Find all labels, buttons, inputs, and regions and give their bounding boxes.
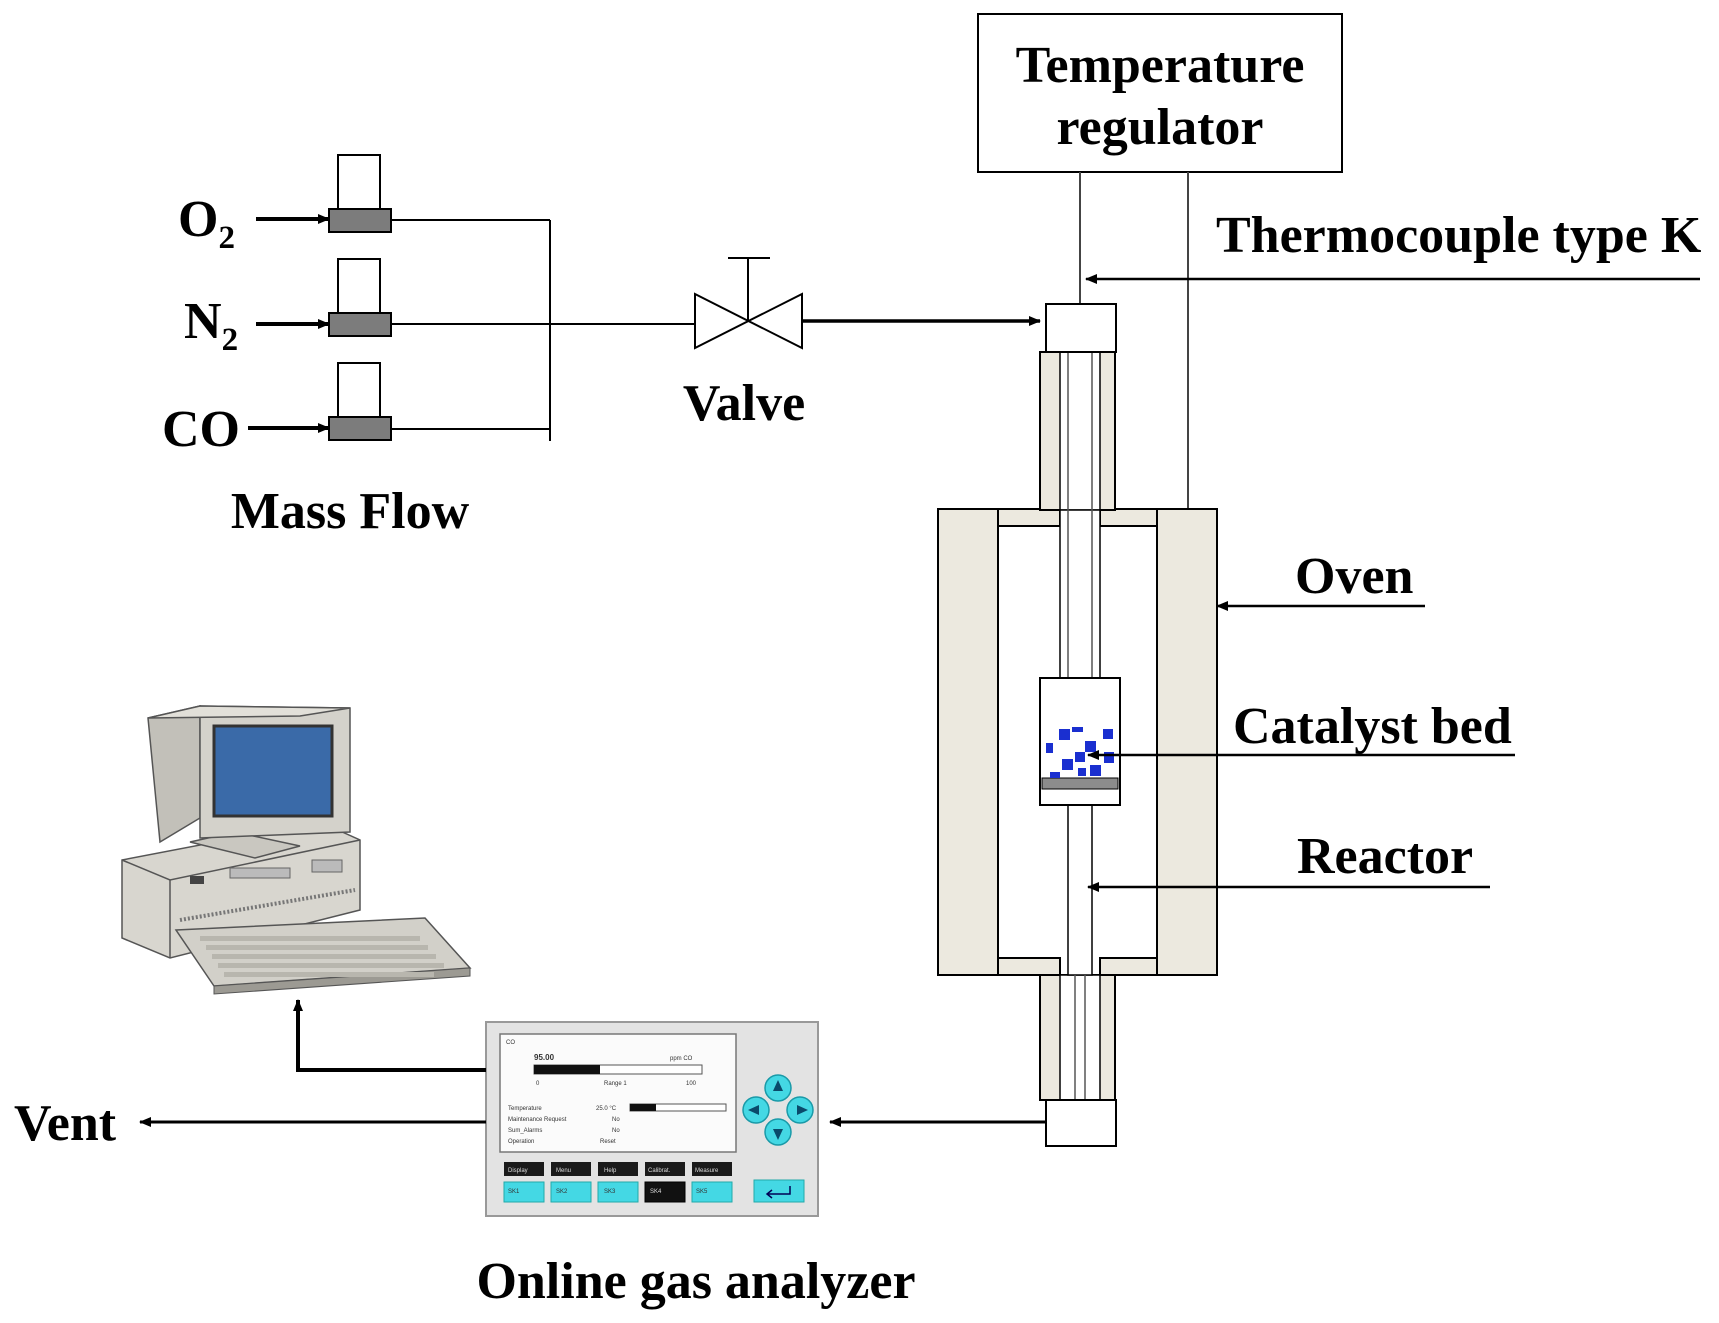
- reactor-label: Reactor: [1297, 828, 1473, 885]
- nav-arrow-icons: [748, 1080, 808, 1140]
- analyzer-function-key[interactable]: [503, 1181, 545, 1203]
- gas-label-o2: O2: [178, 191, 235, 256]
- catalyst-support-frit: [1041, 777, 1119, 790]
- analyzer-row-name: Temperature: [508, 1106, 542, 1112]
- analyzer-softkey[interactable]: [551, 1162, 591, 1176]
- analyzer-softkey[interactable]: [504, 1162, 544, 1176]
- temperature-regulator-label-line1: Temperature: [1016, 37, 1305, 94]
- analyzer-screen-value: 95.00: [534, 1053, 555, 1062]
- reactor-bottom-fitting: [1045, 1099, 1117, 1147]
- mass-flow-controller-co: [328, 362, 392, 441]
- analyzer-function-key[interactable]: [550, 1181, 592, 1203]
- analyzer-row-value: No: [612, 1117, 620, 1123]
- svg-text:Menu: Menu: [556, 1168, 571, 1174]
- analyzer-row-value: Reset: [600, 1139, 616, 1145]
- signal-line-to-computer: [293, 999, 486, 1072]
- mass-flow-controller-o2: [328, 154, 392, 233]
- svg-text:SK3: SK3: [604, 1189, 616, 1195]
- svg-text:SK4: SK4: [650, 1189, 662, 1195]
- valve-symbol[interactable]: [694, 257, 803, 350]
- analyzer-function-key[interactable]: [691, 1181, 733, 1203]
- svg-text:SK2: SK2: [556, 1189, 568, 1195]
- analyzer-row-value: No: [612, 1128, 620, 1134]
- temperature-regulator-box: [977, 13, 1343, 173]
- svg-text:Calibrat.: Calibrat.: [648, 1168, 671, 1174]
- computer-icon: [121, 705, 472, 995]
- analyzer-bar-fill: [534, 1065, 600, 1074]
- enter-icon: [765, 1186, 791, 1199]
- analyzer-screen-unit: ppm CO: [670, 1056, 693, 1062]
- analyzer-row-name: Sum_Alarms: [508, 1128, 542, 1134]
- svg-text:SK5: SK5: [696, 1189, 708, 1195]
- oven: [937, 508, 1218, 976]
- analyzer-function-key[interactable]: [597, 1181, 639, 1203]
- monitor-screen: [212, 724, 334, 818]
- analyzer-row-name: Maintenance Request: [508, 1117, 567, 1123]
- mass-flow-label: Mass Flow: [231, 483, 470, 540]
- analyzer-softkey[interactable]: [645, 1162, 685, 1176]
- thermocouple-label: Thermocouple type K: [1216, 207, 1702, 264]
- gas-manifold: [391, 219, 695, 441]
- analyzer-screen-title: CO: [506, 1040, 515, 1046]
- analyzer-softkey[interactable]: [598, 1162, 638, 1176]
- analyzer-label: Online gas analyzer: [476, 1253, 915, 1310]
- vent-label: Vent: [14, 1095, 117, 1152]
- catalyst-particles: [1046, 727, 1114, 778]
- temperature-regulator-label-line2: regulator: [1057, 99, 1264, 156]
- gas-label-co: CO: [162, 401, 240, 458]
- oven-label: Oven: [1295, 548, 1414, 605]
- analyzer-range-label: Range 1: [604, 1081, 627, 1087]
- mass-flow-controller-n2: [328, 258, 392, 337]
- analyzer-row-name: Operation: [508, 1139, 534, 1145]
- catalyst-bed-label: Catalyst bed: [1233, 698, 1512, 755]
- gas-analyzer-device: CO 95.00 ppm CO 0 Range 1 100 Temperatur…: [485, 1021, 819, 1217]
- valve-label: Valve: [683, 375, 805, 432]
- svg-text:SK1: SK1: [508, 1189, 520, 1195]
- svg-text:Help: Help: [604, 1168, 617, 1174]
- reactor-tube: [1039, 351, 1116, 1101]
- analyzer-range-max: 100: [686, 1081, 697, 1087]
- svg-text:Display: Display: [508, 1168, 528, 1174]
- analyzer-function-key[interactable]: [644, 1181, 686, 1203]
- analyzer-row-value: 25.0 °C: [596, 1106, 617, 1112]
- svg-text:Measure: Measure: [695, 1168, 719, 1174]
- analyzer-range-min: 0: [536, 1081, 540, 1087]
- analyzer-enter-key[interactable]: [753, 1179, 805, 1203]
- keyboard-keys: [200, 936, 444, 977]
- gas-label-n2: N2: [184, 293, 238, 358]
- reactor-top-fitting: [1045, 303, 1117, 353]
- analyzer-softkey[interactable]: [692, 1162, 732, 1176]
